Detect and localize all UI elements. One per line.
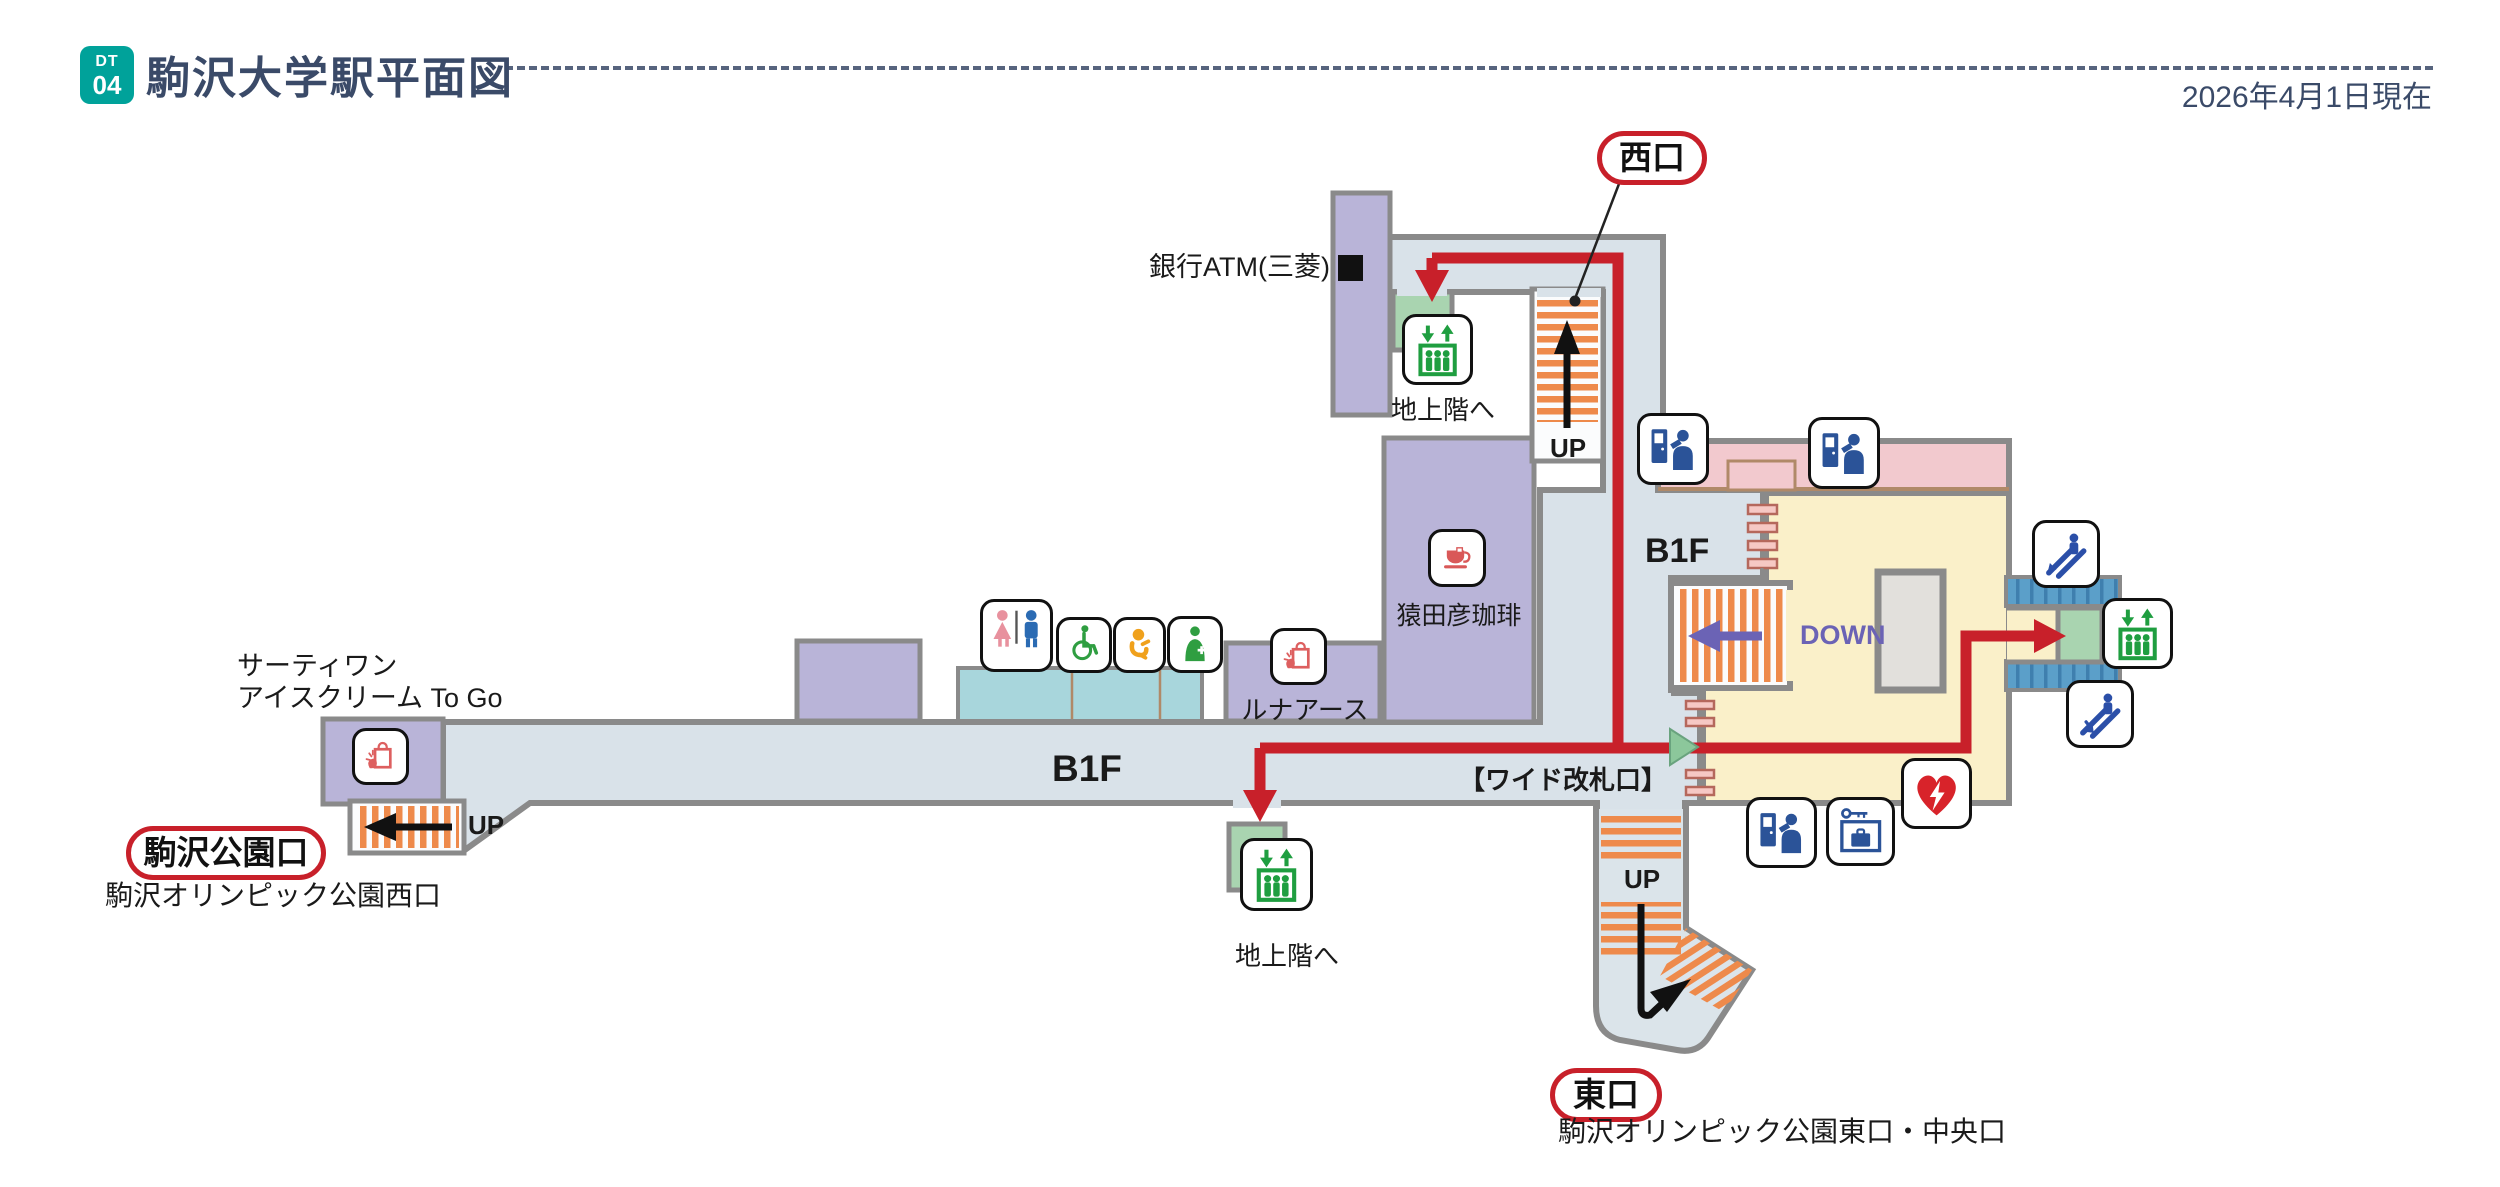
north-gate-row: [1746, 503, 1779, 583]
to-ground-center-label: 地上階へ: [1234, 941, 1339, 971]
b1f-gate-label: B1F: [1645, 532, 1710, 570]
wide-gate-marker: [1669, 727, 1700, 767]
line-badge-line-code: DT: [95, 53, 119, 70]
route-main: [1260, 630, 2038, 754]
east-exit-stairs-steps: [1660, 928, 1752, 1012]
shop-sarutahiko: [1381, 435, 1537, 725]
restroom-area: [956, 666, 1204, 723]
bank-atm-building: [1330, 190, 1393, 418]
west-exit-leader: [1574, 175, 1624, 297]
icecream-line2: アイスクリーム To Go: [237, 683, 503, 714]
aed-icon: [1901, 758, 1972, 829]
nursing-room-icon: [1167, 616, 1223, 673]
route-arrow-center-elevator: [1243, 790, 1277, 822]
east-exit-stairs-steps: [1601, 815, 1681, 859]
up-label-west: UP: [1549, 433, 1587, 463]
service-room: [794, 638, 923, 724]
shop-bag-icon-luna: [1270, 628, 1327, 685]
line-badge-station-number: 04: [92, 70, 122, 100]
atm-marker: [1338, 255, 1363, 281]
east-exit-path-arrow: [1637, 904, 1667, 1019]
elevator-pad-right: [2055, 605, 2105, 665]
sarutahiko-label: 猿田彦珈琲: [1396, 602, 1522, 630]
elevator-icon-west: [1402, 314, 1473, 385]
west-exit-badge: 西口: [1597, 131, 1707, 185]
down-arrow-head: [1688, 620, 1720, 652]
route-west: [1432, 252, 1624, 748]
shaft: [1874, 568, 1947, 694]
stairs-opening-patch: [1600, 799, 1682, 809]
restroom-icon: [980, 599, 1053, 672]
escalator-up-icon: [2032, 520, 2100, 588]
line-badge-dt04: DT 04: [80, 46, 134, 104]
coin-locker-icon: [1826, 797, 1895, 866]
wheelchair-icon: [1056, 617, 1112, 673]
title-dashed-rule: [505, 66, 2433, 70]
route-arrow-right-elevator: [2034, 619, 2066, 653]
ticket-machine-icon-1: [1637, 413, 1709, 485]
up-arrow-west-head: [1554, 320, 1580, 354]
up-arrow-park-head: [364, 813, 396, 841]
up-label-park: UP: [468, 810, 505, 840]
west-exit-leader-dot: [1569, 295, 1581, 307]
icecream-shop-label: サーティワン アイスクリーム To Go: [237, 650, 503, 715]
to-ground-west-label: 地上階へ: [1390, 395, 1495, 425]
park-exit-sublabel: 駒沢オリンピック公園西口: [105, 880, 442, 911]
page-title: 駒沢大学駅平面図: [146, 54, 514, 103]
up-label-east: UP: [1623, 864, 1661, 894]
east-exit-sublabel: 駒沢オリンピック公園東口・中央口: [1558, 1116, 2007, 1147]
baby-icon: [1113, 617, 1166, 673]
luna-earth-label: ルナアース: [1241, 695, 1369, 725]
ticket-machine-icon-3: [1746, 797, 1817, 868]
east-exit-path-arrow-head: [1650, 979, 1691, 1012]
elevator-icon-platform: [2102, 598, 2173, 669]
opening-patch: [1397, 288, 1447, 296]
icecream-line1: サーティワン: [237, 651, 398, 681]
east-exit-badge: 東口: [1550, 1068, 1662, 1122]
wide-gate-row: [1669, 699, 1716, 797]
elevator-icon-center: [1240, 838, 1313, 911]
shop-bag-icon-icecream: [352, 728, 409, 785]
opening-patch: [1537, 288, 1601, 297]
escalator-down-icon: [2066, 680, 2134, 748]
wide-gate-label: 【ワイド改札口】: [1458, 765, 1667, 795]
machine-counter: [1726, 459, 1797, 492]
b1f-concourse-label: B1F: [1052, 748, 1122, 789]
route-arrow-west-elevator: [1415, 270, 1449, 302]
bank-atm-label: 銀行ATM(三菱): [1149, 252, 1330, 282]
down-label: DOWN: [1800, 620, 1886, 650]
park-exit-badge: 駒沢公園口: [126, 826, 326, 880]
date-note: 2026年4月1日現在: [2181, 81, 2432, 114]
stairs-opening-patch: [1786, 590, 1795, 681]
coffee-shop-icon: [1428, 529, 1486, 587]
ticket-machine-icon-2: [1808, 417, 1880, 489]
